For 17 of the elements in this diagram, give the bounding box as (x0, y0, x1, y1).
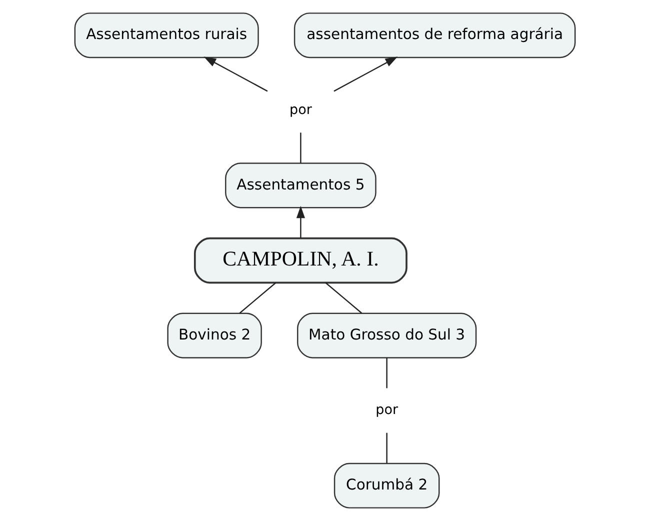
connector (300, 132, 301, 164)
node-box: Assentamentos rurais (74, 12, 258, 58)
node-box: Corumbá 2 (333, 462, 440, 508)
node-box: CAMPOLIN, A. I. (193, 237, 407, 284)
node-text: por (288, 102, 312, 118)
arrow (296, 206, 305, 238)
node-box: assentamentos de reforma agrária (293, 12, 576, 58)
arrow (203, 56, 268, 92)
connector (238, 282, 276, 314)
node-text: por (375, 402, 398, 418)
node-box: Bovinos 2 (166, 312, 262, 358)
node-box: Assentamentos 5 (224, 162, 376, 208)
connector (324, 282, 362, 314)
connector (386, 432, 387, 464)
node-box: Mato Grosso do Sul 3 (296, 312, 476, 358)
connector (386, 358, 387, 388)
arrow (333, 56, 398, 92)
